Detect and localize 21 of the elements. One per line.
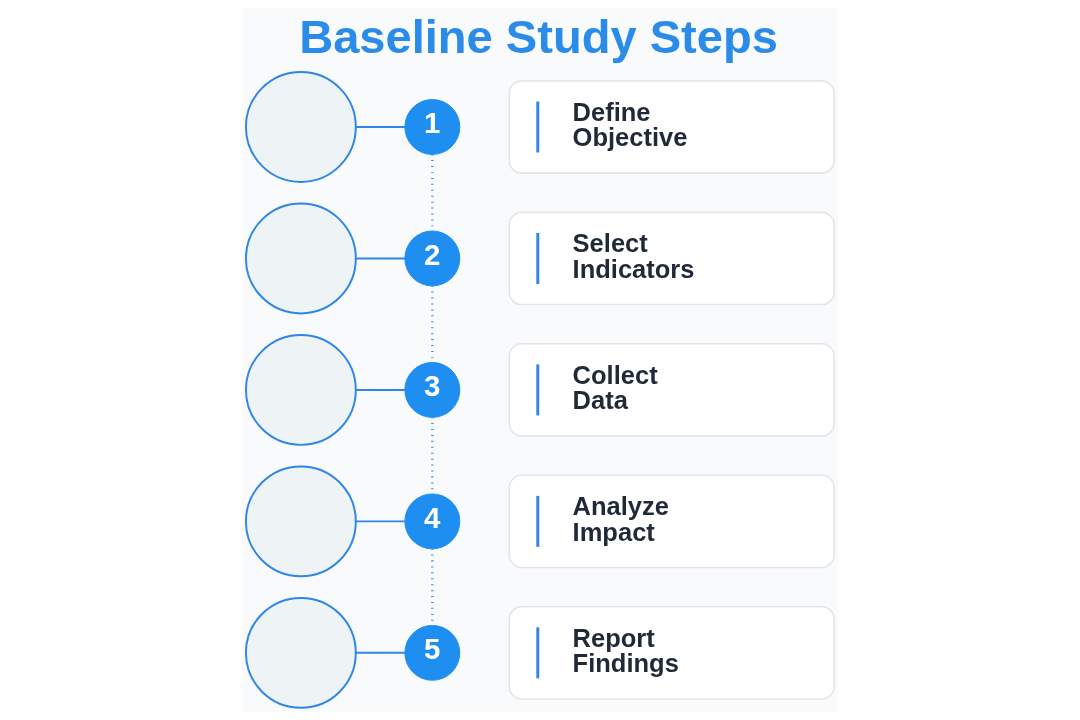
node-circle: 5	[404, 624, 461, 681]
diagram-title: Baseline Study Steps	[299, 9, 778, 63]
node-circle	[244, 71, 357, 183]
node-box: Collect Data	[508, 343, 835, 437]
connector	[354, 651, 406, 654]
node-circle	[244, 596, 357, 709]
connector	[354, 126, 406, 128]
node-circle: 3	[404, 361, 461, 418]
node-box: Define Objective	[508, 80, 835, 174]
node-box: Analyze Impact	[508, 474, 835, 569]
node-circle	[244, 465, 357, 578]
node-circle: 1	[404, 99, 461, 155]
connector	[354, 520, 406, 523]
connector	[354, 257, 406, 260]
node-box: Report Findings	[508, 605, 835, 700]
node-circle	[244, 202, 357, 315]
node-circle: 2	[404, 230, 461, 287]
node-box: Select Indicators	[508, 211, 835, 306]
node-circle: 4	[404, 493, 461, 550]
node-circle	[244, 334, 357, 446]
connector	[354, 388, 406, 391]
